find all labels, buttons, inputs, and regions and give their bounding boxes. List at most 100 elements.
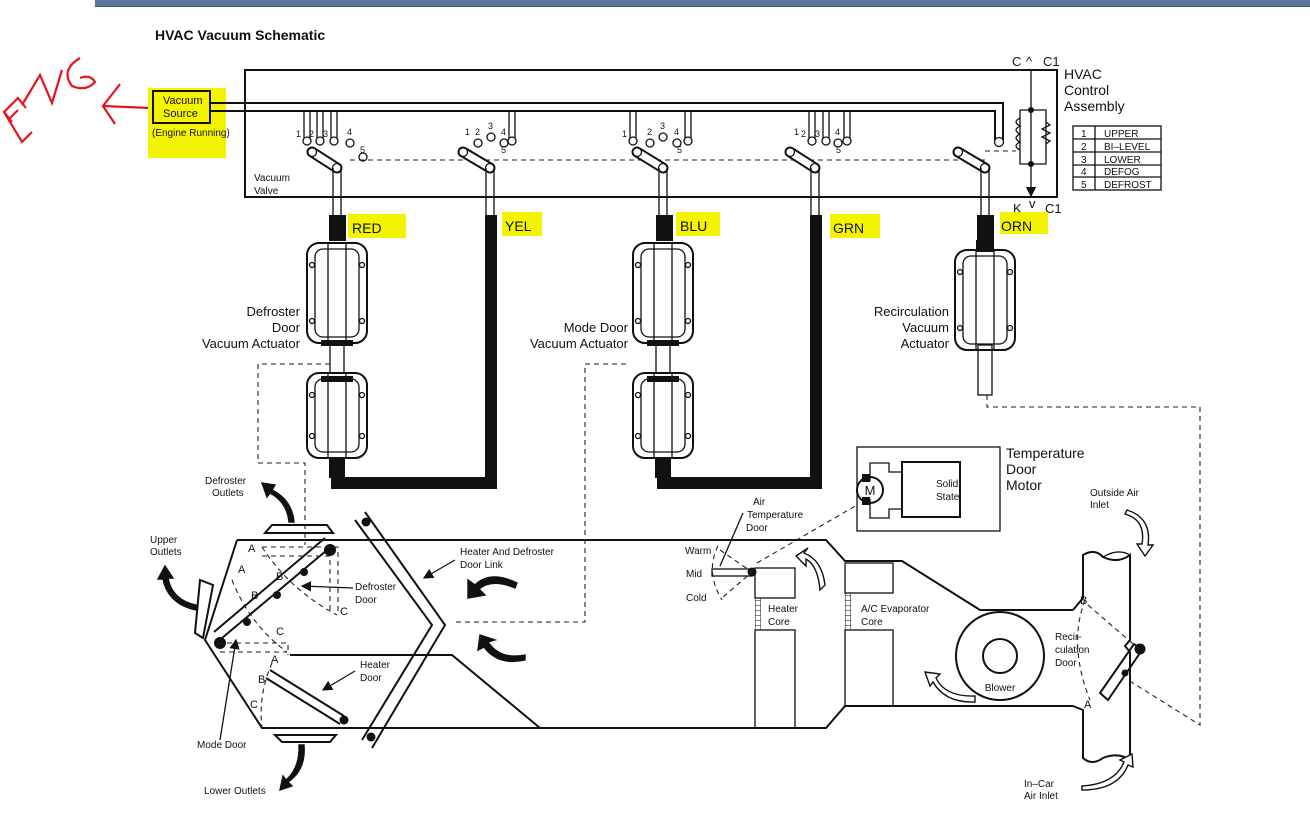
mode-legend-table: 1 UPPER 2 BI–LEVEL 3 LOWER 4 DEFOG 5 DEF…	[1072, 125, 1162, 191]
airflow-arrow-3	[467, 576, 518, 599]
heater-pos-c: C	[250, 699, 258, 711]
vacuum-source-label-1: Vacuum	[163, 95, 203, 107]
valve-port-hole	[833, 138, 843, 148]
mode-pos-a: A	[238, 564, 246, 576]
warm-label: Warm	[685, 546, 711, 557]
valve-port-opening	[302, 136, 312, 146]
port-number-label: 3	[323, 129, 328, 139]
connector-c1-bottom: C1	[1045, 201, 1062, 216]
valve-port-tube	[822, 111, 830, 138]
evaporator-label-2: Core	[861, 617, 883, 628]
vacuum-actuators	[306, 240, 1016, 478]
valve-port-opening	[821, 136, 831, 146]
solid-state-label-1: Solid	[936, 479, 958, 490]
defrost-pos-a: A	[248, 543, 256, 555]
port-number-label: 5	[677, 145, 682, 155]
valve-port-tube	[330, 111, 338, 138]
vacuum-source-box	[152, 90, 211, 124]
defroster-door-actuator-upper	[306, 242, 368, 344]
hvac-duct-housing	[193, 511, 1146, 763]
actuator-rod	[329, 342, 345, 374]
engine-running-note: (Engine Running)	[152, 128, 230, 139]
defroster-door-label-1: Defroster	[355, 582, 397, 593]
valve-port-hole	[672, 138, 682, 148]
port-number-label: 5	[360, 145, 365, 155]
valve-port-hole	[645, 138, 655, 148]
airflow-arrow-4	[477, 634, 526, 663]
air-temp-door	[711, 568, 753, 577]
valve-port-tube	[843, 111, 851, 138]
port-number-label: 3	[815, 129, 820, 139]
mode-actuator-label-1: Mode Door	[564, 320, 629, 335]
upper-outflow-arrow	[156, 564, 197, 611]
legend-mode-5: DEFROST	[1104, 180, 1152, 191]
port-number-label: 2	[647, 127, 652, 137]
heater-pos-b: B	[258, 674, 265, 686]
coil-icon	[1015, 117, 1022, 151]
defroster-outlet	[262, 524, 335, 534]
mode-door-actuator-lower	[632, 372, 694, 459]
valve-output-tube	[810, 168, 820, 215]
incar-air-label-2: Air Inlet	[1024, 791, 1058, 802]
port-number-label: 3	[660, 121, 665, 131]
valve-port-opening	[842, 136, 852, 146]
defroster-door-label-2: Door	[355, 595, 377, 606]
mode-pos-c: C	[276, 626, 284, 638]
port-number-label: 4	[501, 127, 506, 137]
connector-k-bottom: K	[1013, 201, 1022, 216]
heater-door	[265, 669, 345, 725]
valve-port-opening	[807, 136, 817, 146]
airflow-arrows	[156, 482, 1155, 792]
vacuum-supply-line	[210, 102, 1004, 140]
door-link-label-2: Door Link	[460, 560, 504, 571]
heater-core-lower	[754, 629, 796, 729]
recirc-inlet-duct	[1072, 551, 1131, 763]
recirc-door-label-1: Recir-	[1055, 632, 1082, 643]
actuator-rod	[655, 342, 671, 374]
valve-port-hole	[358, 152, 368, 162]
air-temp-door-label-3: Door	[746, 523, 768, 534]
air-temp-door-label-1: Air	[753, 497, 766, 508]
recirc-door-label-3: Door	[1055, 658, 1077, 669]
vacuum-hoses	[329, 215, 994, 489]
temperature-door-motor	[856, 446, 1001, 532]
defroster-outlets-label-1: Defroster	[205, 476, 247, 487]
valve-output-tube	[485, 168, 495, 215]
control-assembly-label-2: Control	[1064, 82, 1109, 98]
grn-hose	[657, 215, 822, 489]
actuator-spring	[975, 249, 995, 351]
recirc-actuator-linkage	[986, 395, 1201, 726]
legend-num-3: 3	[1081, 155, 1087, 166]
defroster-outflow-arrow	[260, 482, 295, 523]
defroster-actuator-label-1: Defroster	[247, 304, 301, 319]
connector-c-top: C	[1012, 54, 1021, 69]
valve-port-opening	[628, 136, 638, 146]
mid-label: Mid	[686, 569, 702, 580]
recirc-actuator-label-3: Actuator	[901, 336, 950, 351]
port-number-label: 1	[622, 129, 627, 139]
legend-num-5: 5	[1081, 180, 1087, 191]
port-number-label: 1	[465, 127, 470, 137]
motor-icon	[856, 476, 884, 504]
port-number-label: 4	[835, 127, 840, 137]
valve-levers	[306, 146, 991, 215]
defroster-outlets-label-2: Outlets	[212, 488, 244, 499]
cold-label: Cold	[686, 593, 707, 604]
port-number-label: 1	[794, 127, 799, 137]
air-temp-door-label-2: Temperature	[747, 510, 804, 521]
actuator-spring	[653, 242, 673, 344]
pointer-arrows	[219, 559, 456, 741]
heater-door-label-1: Heater	[360, 660, 391, 671]
valve-port-hole	[473, 138, 483, 148]
temp-motor-label-3: Motor	[1006, 477, 1042, 493]
diagram-title: HVAC Vacuum Schematic	[155, 27, 325, 43]
outside-air-label-2: Inlet	[1090, 500, 1109, 511]
recirc-actuator-label-1: Recirculation	[874, 304, 949, 319]
recirc-pos-a: A	[1084, 699, 1092, 711]
door-link	[354, 511, 447, 749]
hose-label-orn: ORN	[1001, 218, 1032, 234]
hose-label-grn: GRN	[833, 220, 864, 236]
port-number-label: 2	[475, 127, 480, 137]
mode-door-label: Mode Door	[197, 740, 247, 751]
upper-outlet	[193, 578, 215, 640]
